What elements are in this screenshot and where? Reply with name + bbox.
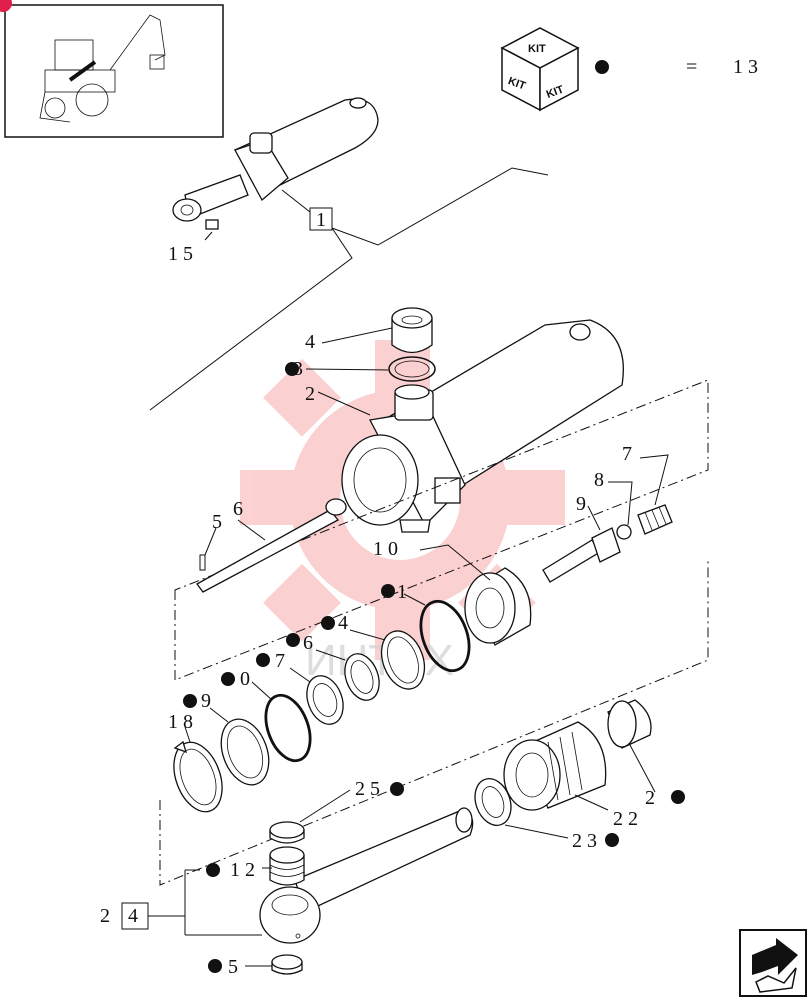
callout-3-dot-icon — [285, 362, 299, 376]
kit-face-left-label: KIT — [506, 75, 527, 92]
part-19-ring — [220, 718, 270, 786]
part-6-rod — [196, 498, 347, 593]
callout-25-dot-icon — [390, 782, 404, 796]
callout-16: 6 — [303, 632, 313, 654]
callout-3: 3 — [293, 358, 303, 380]
kit-face-right-label: KIT — [545, 83, 566, 100]
part-22-gland — [503, 721, 607, 811]
callout-21-dot-icon — [671, 790, 685, 804]
callout-20: 0 — [240, 668, 250, 690]
callout-16-dot-icon — [286, 633, 300, 647]
callout-15-bottom: 5 — [228, 956, 238, 978]
part-17-ring — [306, 675, 344, 725]
callout-11-dot-icon — [381, 584, 395, 598]
kit-equals: = — [686, 56, 697, 78]
part-2-cylinder-barrel — [341, 319, 624, 533]
next-page-arrow-icon[interactable] — [739, 929, 807, 997]
callout-23-dot-icon — [605, 833, 619, 847]
callout-1: 1 — [316, 209, 326, 231]
part-16-ring — [344, 653, 380, 701]
callout-4: 4 — [305, 331, 315, 353]
part-21-bushing — [607, 699, 652, 749]
callout-25: 2 5 — [355, 778, 380, 800]
cylinder-assembly-overview — [172, 97, 379, 230]
callout-19: 9 — [201, 690, 211, 712]
kit-dot-icon — [595, 60, 609, 74]
part-20-oring — [264, 693, 312, 763]
callout-15-top: 1 5 — [168, 243, 193, 265]
part-8-washer — [616, 524, 632, 540]
part-9-bolt — [542, 527, 621, 583]
kit-cube-icon: KIT KIT KIT — [500, 27, 580, 112]
part-18-wiper — [173, 741, 223, 813]
callout-18: 1 8 — [168, 711, 193, 733]
callout-2: 2 — [305, 383, 315, 405]
part-24-piston-rod — [259, 807, 474, 944]
callout-14-dot-icon — [321, 616, 335, 630]
callout-5: 5 — [212, 511, 222, 533]
callout-9: 9 — [576, 493, 586, 515]
callout-12: 1 2 — [230, 859, 255, 881]
part-5-pin — [199, 554, 206, 571]
kit-quantity: 1 3 — [733, 56, 758, 78]
callout-24: 4 — [128, 905, 138, 927]
part-15-ring — [271, 954, 303, 975]
part-14-ring — [380, 630, 426, 690]
machine-thumbnail — [0, 0, 224, 138]
part-3-oring — [388, 356, 436, 382]
callout-22: 2 2 — [613, 808, 638, 830]
watermark-text: ИНТЕХ — [305, 636, 454, 685]
part-25-ring — [269, 821, 305, 844]
kit-badge-label: KIT — [528, 43, 546, 55]
callout-10: 1 0 — [373, 538, 398, 560]
callout-21: 2 — [645, 787, 655, 809]
part-11-oring — [419, 599, 471, 673]
callout-12-dot-icon — [206, 863, 220, 877]
part-4-bushing — [391, 307, 433, 354]
callout-24-prefix: 2 — [100, 905, 110, 927]
part-12-bushing — [269, 846, 305, 886]
callout-19-dot-icon — [183, 694, 197, 708]
callout-15-dot-icon — [208, 959, 222, 973]
callout-8: 8 — [594, 469, 604, 491]
callout-7: 7 — [622, 443, 632, 465]
part-7-fitting — [637, 504, 673, 535]
part-10-piston — [464, 567, 532, 646]
callout-17-dot-icon — [256, 653, 270, 667]
callout-11: 1 — [397, 581, 407, 603]
callout-14: 4 — [338, 612, 348, 634]
callout-23: 2 3 — [572, 830, 597, 852]
callout-17: 7 — [275, 650, 285, 672]
callout-20-dot-icon — [221, 672, 235, 686]
callout-6: 6 — [233, 498, 243, 520]
